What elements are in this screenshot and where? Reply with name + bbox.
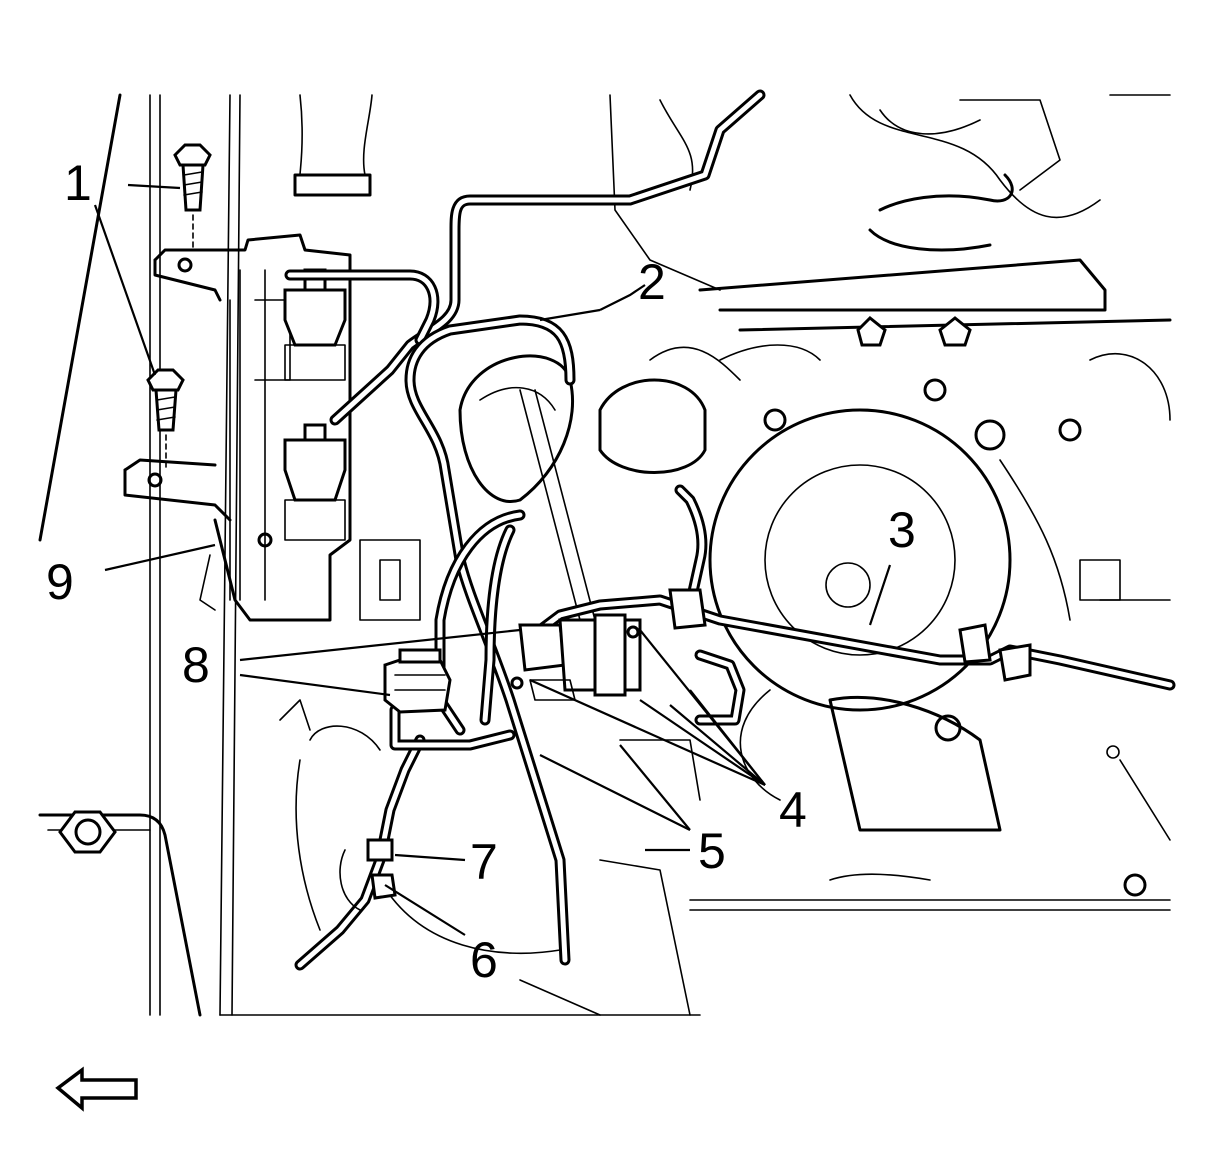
callout-3: 3 xyxy=(888,502,916,558)
callout-9: 9 xyxy=(46,554,74,610)
callout-1: 1 xyxy=(64,155,92,211)
bolt-upper xyxy=(173,143,212,251)
left-arrow-icon xyxy=(55,1066,138,1112)
bolt-lower xyxy=(146,368,185,471)
leader-lines xyxy=(93,183,892,936)
valve-connectors xyxy=(383,588,1032,714)
callout-7: 7 xyxy=(470,834,498,890)
fuel-rail xyxy=(123,233,352,622)
fuel-hoses xyxy=(284,89,1176,971)
engine-background-art xyxy=(38,93,1172,1017)
callout-5: 5 xyxy=(698,823,726,879)
callout-2: 2 xyxy=(638,254,666,310)
callout-4: 4 xyxy=(779,782,807,838)
hose-clip xyxy=(339,838,397,911)
callout-6: 6 xyxy=(470,932,498,988)
callout-8: 8 xyxy=(182,637,210,693)
